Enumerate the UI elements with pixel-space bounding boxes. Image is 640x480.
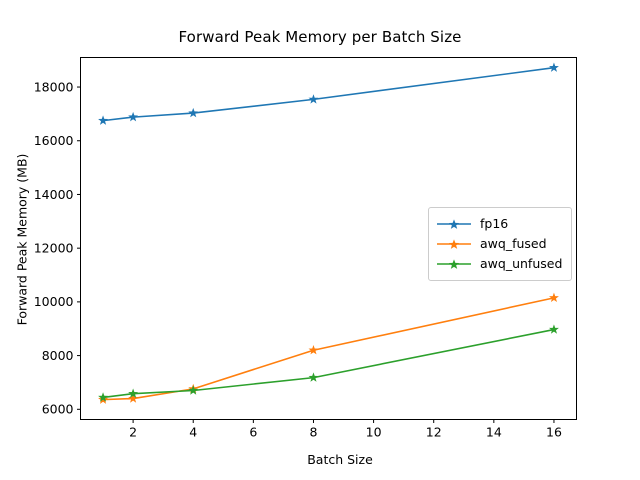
x-tick-label: 14 — [486, 425, 502, 440]
legend-swatch-fp16 — [437, 219, 471, 229]
y-tick-label: 10000 — [34, 294, 74, 309]
legend-item-fp16[interactable]: fp16 — [436, 214, 562, 234]
y-tick-label: 6000 — [42, 402, 74, 417]
x-tick-label: 6 — [249, 425, 257, 440]
data-point-fp16-4 — [188, 107, 199, 118]
data-point-awq_fused-8 — [308, 345, 319, 355]
x-axis-label-text: Batch Size — [307, 452, 373, 467]
data-point-awq_unfused-4 — [188, 385, 199, 395]
x-tick-label: 16 — [546, 425, 562, 440]
y-tick-label: 14000 — [34, 187, 74, 202]
legend-item-awq-fused[interactable]: awq_fused — [436, 234, 562, 254]
data-point-fp16-16 — [549, 62, 559, 72]
x-tick-label: 10 — [366, 425, 382, 440]
series-awq_unfused — [98, 324, 559, 402]
data-point-awq_fused-16 — [549, 292, 559, 303]
data-point-awq_unfused-8 — [308, 372, 319, 382]
data-point-awq_unfused-1 — [98, 392, 108, 402]
legend-label-awq-unfused: awq_unfused — [480, 256, 563, 271]
chart-title: Forward Peak Memory per Batch Size — [178, 28, 462, 46]
x-tick-label: 4 — [189, 425, 197, 440]
legend-item-awq-unfused[interactable]: awq_unfused — [436, 254, 562, 274]
data-point-awq_unfused-16 — [549, 324, 559, 334]
x-axis-ticks: 2 4 6 8 10 12 14 16 — [129, 419, 562, 440]
data-point-fp16-2 — [128, 111, 139, 122]
data-point-awq_unfused-2 — [128, 388, 139, 398]
x-tick-label: 2 — [129, 425, 137, 440]
x-tick-label: 8 — [309, 425, 317, 440]
data-series-layer — [98, 62, 559, 404]
y-tick-label: 8000 — [42, 348, 74, 363]
legend-label-awq-fused: awq_fused — [480, 236, 547, 251]
series-fp16 — [98, 62, 559, 125]
data-point-fp16-8 — [308, 94, 319, 104]
legend-swatch-awq-unfused — [437, 259, 471, 269]
y-axis-ticks: 6000 8000 10000 12000 14000 16000 18000 — [34, 79, 81, 417]
data-point-awq_fused-2 — [128, 393, 139, 403]
legend[interactable]: fp16 awq_fused awq_unfused — [428, 207, 573, 281]
data-point-fp16-1 — [98, 115, 108, 125]
legend-label-fp16: fp16 — [480, 216, 509, 231]
legend-swatch-awq-fused — [437, 239, 471, 249]
y-tick-label: 18000 — [34, 79, 74, 94]
y-tick-label: 16000 — [34, 133, 74, 148]
x-tick-label: 12 — [426, 425, 442, 440]
y-tick-label: 12000 — [34, 240, 74, 255]
